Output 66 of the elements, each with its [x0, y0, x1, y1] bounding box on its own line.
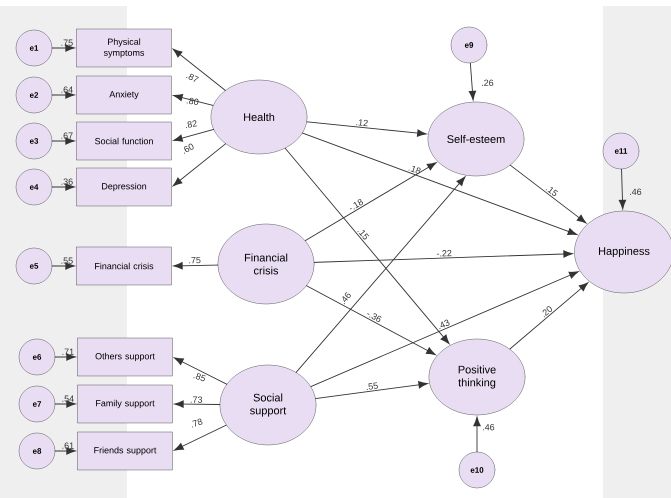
variable-box: Financial crisis: [76, 246, 172, 286]
edge-label: .73: [190, 396, 202, 403]
arrow: [284, 148, 450, 344]
arrow: [468, 62, 476, 100]
edge-label: .15: [546, 187, 558, 196]
variable-box: Anxiety: [76, 76, 172, 114]
coefficient-label: .61: [62, 442, 74, 449]
edge-label: .12: [356, 119, 368, 126]
arrow: [618, 168, 626, 210]
edge-label: .55: [366, 382, 378, 390]
variable-box: Others support: [77, 338, 173, 376]
arrow: [54, 400, 76, 408]
variable-box: Depression: [76, 168, 172, 206]
arrow: [54, 353, 76, 361]
edge-label: .43: [439, 320, 450, 330]
arrow: [54, 447, 76, 455]
edge-label: .20: [542, 306, 552, 318]
arrow: [509, 282, 588, 350]
arrow: [52, 183, 75, 191]
arrow: [174, 424, 227, 451]
arrow: [52, 137, 75, 145]
arrow: [473, 416, 481, 452]
edge-label: -.22: [436, 250, 452, 256]
arrow: [172, 143, 226, 186]
arrow: [174, 400, 220, 408]
arrow: [306, 285, 436, 356]
arrow: [302, 132, 578, 236]
arrow: [306, 121, 427, 137]
arrow: [173, 129, 214, 142]
coefficient-label: .67: [61, 132, 73, 139]
edge-label: .82: [186, 120, 198, 128]
edge-label: .75: [189, 256, 201, 264]
coefficient-label: .75: [61, 40, 73, 46]
coefficient-label: .55: [61, 258, 73, 264]
coefficient-label: .64: [61, 86, 73, 93]
coefficient-label: .46: [483, 424, 494, 430]
edge-label: -.36: [367, 313, 382, 322]
variable-box: Friends support: [77, 432, 173, 470]
edge-label: .46: [342, 292, 351, 304]
coefficient-label: .71: [62, 348, 74, 355]
edge-label: .87: [186, 74, 199, 82]
arrow: [52, 91, 75, 99]
arrow: [304, 162, 437, 242]
edge-label: .85: [193, 373, 206, 382]
coefficient-label: .26: [482, 80, 494, 86]
arrow: [310, 271, 579, 387]
variable-box: Family support: [77, 384, 173, 424]
arrow: [314, 250, 573, 263]
coefficient-label: .54: [62, 396, 74, 402]
arrow: [173, 94, 214, 106]
arrow: [296, 176, 466, 373]
arrow: [52, 262, 75, 270]
coefficient-label: .46: [630, 188, 642, 195]
arrow: [510, 164, 586, 224]
arrow: [172, 48, 226, 91]
edge-label: .18: [408, 166, 421, 174]
edge-label: -.18: [350, 199, 364, 210]
arrow: [315, 381, 428, 400]
arrow: [52, 44, 75, 52]
arrow: [173, 262, 218, 270]
edge-label: .78: [192, 418, 202, 428]
arrow: [174, 357, 228, 385]
edge-label: .60: [184, 144, 194, 154]
edge-label: .15: [357, 230, 370, 240]
variable-box: Social function: [76, 122, 172, 160]
variable-box: Physical symptoms: [76, 28, 172, 68]
